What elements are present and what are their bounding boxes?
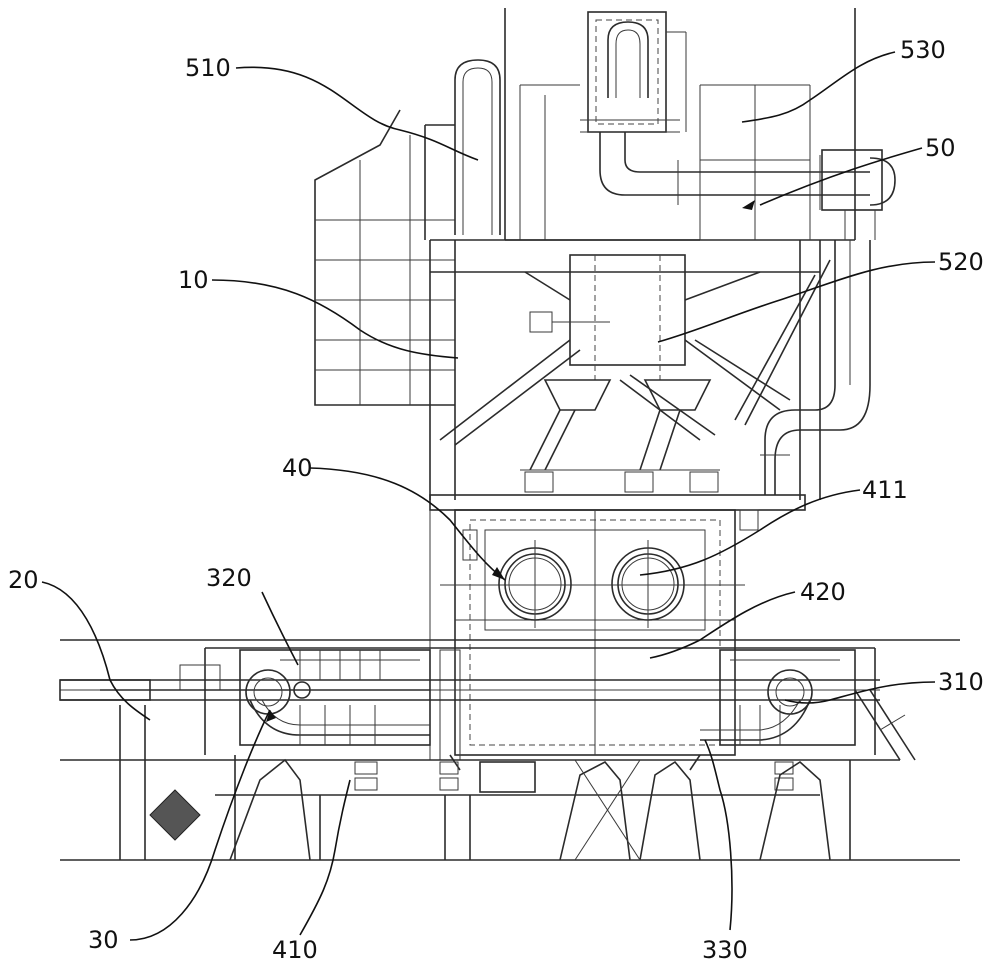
pipe-50 bbox=[600, 132, 895, 240]
label-50: 50 bbox=[925, 134, 956, 162]
label-40: 40 bbox=[282, 454, 313, 482]
leader-411 bbox=[640, 490, 860, 575]
pipe-510 bbox=[430, 60, 820, 500]
hatched-marker bbox=[150, 790, 200, 840]
label-410: 410 bbox=[272, 936, 318, 964]
label-420: 420 bbox=[800, 578, 846, 606]
label-30: 30 bbox=[88, 926, 119, 954]
left-panel bbox=[315, 110, 455, 405]
base-platform bbox=[60, 640, 960, 860]
label-10: 10 bbox=[178, 266, 209, 294]
label-411: 411 bbox=[862, 476, 908, 504]
leader-410 bbox=[300, 780, 350, 935]
leader-510 bbox=[236, 67, 478, 160]
label-520: 520 bbox=[938, 248, 984, 276]
leader-320 bbox=[262, 592, 298, 665]
leader-330 bbox=[705, 740, 732, 930]
leader-40 bbox=[310, 468, 505, 580]
porthole-right bbox=[612, 540, 684, 628]
porthole-left bbox=[499, 540, 571, 628]
leader-520 bbox=[658, 262, 935, 342]
wheel-right bbox=[700, 650, 915, 760]
label-510: 510 bbox=[185, 54, 231, 82]
leader-530 bbox=[742, 52, 895, 122]
label-20: 20 bbox=[8, 566, 39, 594]
wheel-left bbox=[240, 650, 430, 745]
upper-frame bbox=[505, 8, 855, 240]
label-330: 330 bbox=[702, 936, 748, 964]
label-320: 320 bbox=[206, 564, 252, 592]
left-end-20 bbox=[60, 665, 430, 840]
label-310: 310 bbox=[938, 668, 984, 696]
leader-10 bbox=[212, 280, 458, 358]
chutes bbox=[520, 375, 720, 492]
arrowhead-50 bbox=[742, 200, 755, 210]
label-530: 530 bbox=[900, 36, 946, 64]
right-downpipe bbox=[735, 240, 870, 500]
leader-50 bbox=[760, 148, 922, 205]
cyclone-530 bbox=[580, 12, 686, 132]
